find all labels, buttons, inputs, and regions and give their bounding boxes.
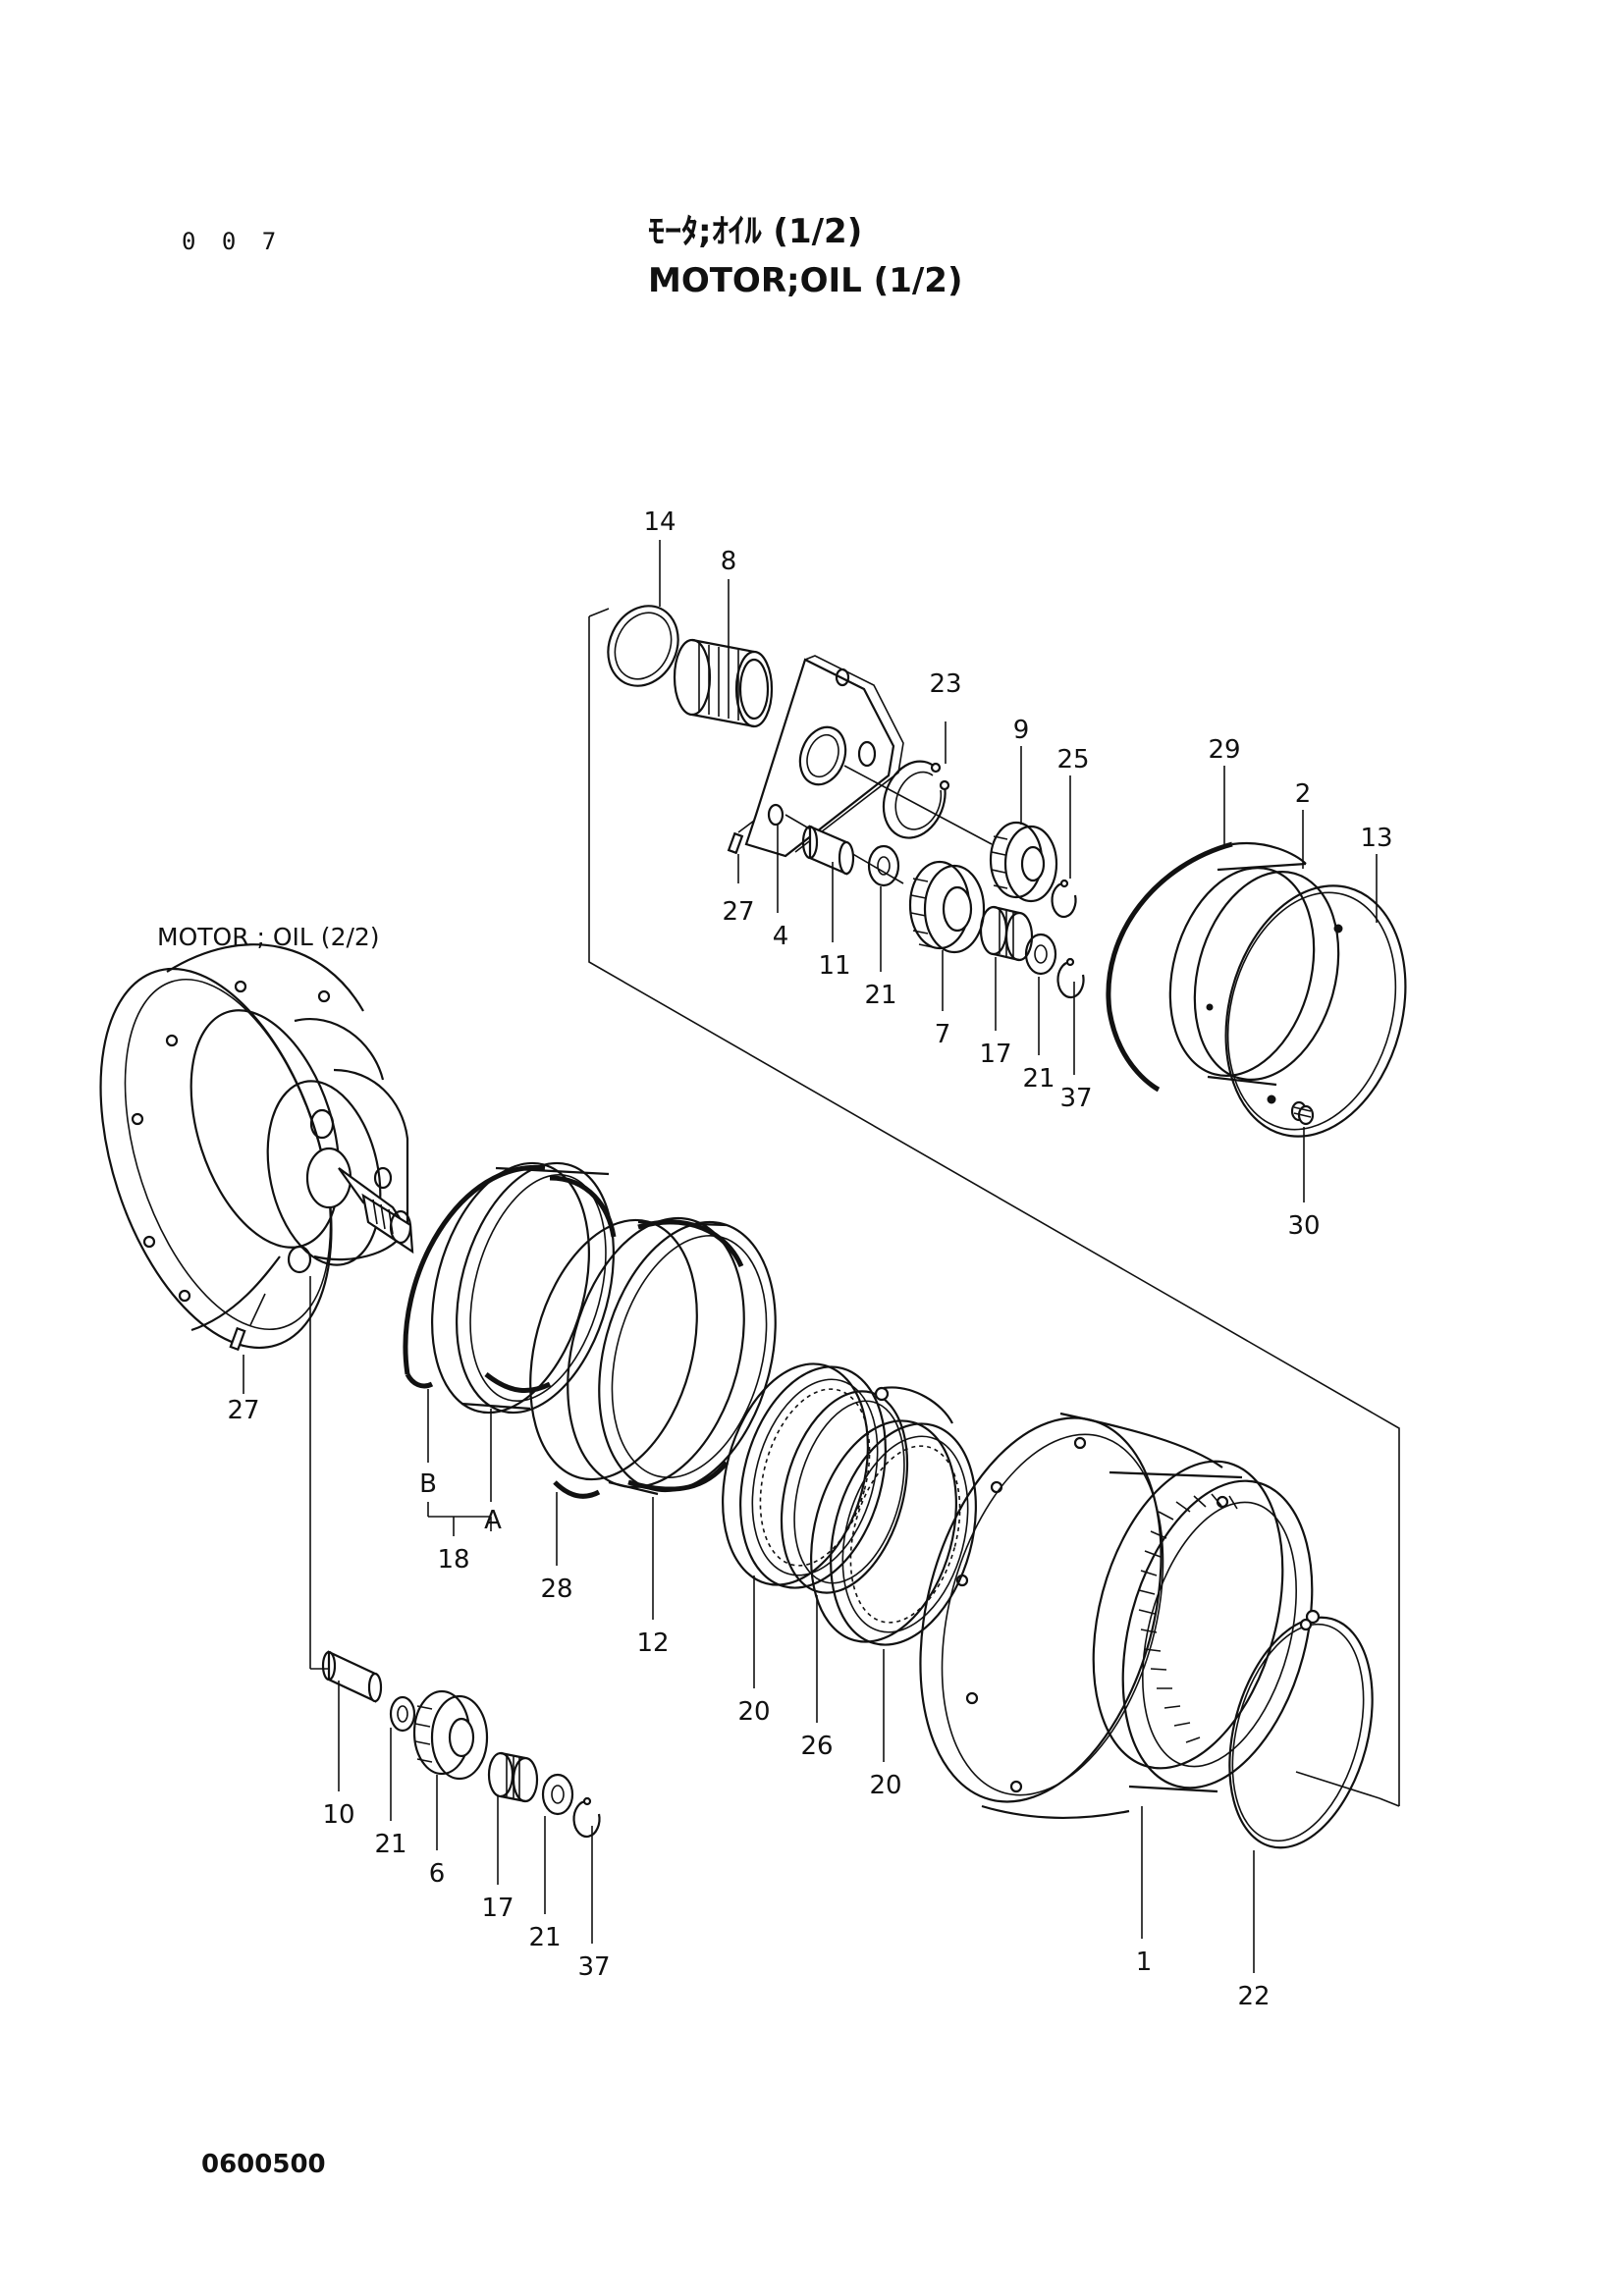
o-ring-part-14 [607,605,679,687]
callout-8: 8 [721,547,737,576]
pin-part-27-left [229,1293,266,1352]
callout-13: 13 [1360,824,1392,853]
floating-seal-b-part-18 [403,1164,546,1389]
callout-a: A [484,1506,502,1535]
carrier-plate-part-4 [744,655,993,884]
callout-26: 26 [800,1732,833,1761]
callout-21-bot-a: 21 [374,1830,406,1859]
plug-part-30 [1290,1100,1315,1126]
shaft-part-10 [321,1650,383,1703]
callout-20-b: 20 [869,1771,901,1800]
spacer-ring-part-26 [780,1386,953,1594]
internal-spline-teeth [1138,1493,1238,1743]
needle-bearing-part-17-top [979,905,1034,962]
needle-bearing-part-17-bottom [487,1751,539,1803]
callout-37-top: 37 [1059,1084,1092,1113]
pin-part-27-top [727,820,755,855]
washer-part-21-bot-a [389,1695,416,1733]
callout-2: 2 [1295,779,1312,809]
callout-21-top-b: 21 [1022,1064,1055,1094]
snap-ring-part-25 [1051,879,1077,919]
floating-seal-a-part-18 [431,1161,617,1415]
leader-lines [243,540,1378,1973]
callout-29: 29 [1208,735,1240,765]
page-title: MOTOR;OIL (1/2) [648,261,963,300]
callout-18: 18 [437,1545,469,1575]
bearing-part-20-a [722,1362,887,1589]
callout-21-top-a: 21 [864,981,896,1010]
callout-20-a: 20 [737,1697,770,1727]
part-callouts: 14 8 23 9 25 29 2 13 27 4 11 21 7 17 21 … [227,507,1392,2011]
callout-23: 23 [929,669,961,699]
callout-25: 25 [1056,745,1089,774]
callout-12: 12 [636,1629,669,1658]
washer-part-21-top-b [1024,933,1057,976]
planet-gear-part-6 [412,1689,489,1781]
callout-17-top: 17 [979,1040,1011,1069]
planet-gear-part-9 [989,821,1058,903]
callout-14: 14 [643,507,676,537]
callout-28: 28 [540,1575,572,1604]
callout-22: 22 [1237,1982,1270,2011]
callout-27-left: 27 [227,1396,259,1425]
seal-ring-part-12 [567,1216,777,1496]
snap-ring-part-37-top [1056,957,1085,999]
callout-11: 11 [818,951,850,981]
page-number: 0 0 7 [182,228,283,255]
washer-part-21-top-a [867,844,900,887]
pin-line-to-shaft [309,1276,329,1670]
sun-gear-part-8 [673,638,774,728]
motor-housing [99,943,414,1350]
page-title-japanese: ﾓｰﾀ;ｵｲﾙ (1/2) [648,212,863,251]
housing-cover-part-13 [1224,884,1407,1138]
callout-4: 4 [773,922,789,951]
callout-30: 30 [1287,1211,1320,1241]
assembly-boundary-lines [588,608,1400,1807]
drawing-code: 0600500 [201,2150,326,2179]
snap-ring-part-23 [882,760,950,839]
ring-gear-housing-part-2 [1168,862,1340,1087]
planet-gear-part-7 [908,860,986,954]
callout-37-bottom: 37 [577,1952,610,1982]
callout-6: 6 [429,1859,446,1889]
cover-ring-part-22 [1228,1609,1374,1849]
callout-27-top: 27 [722,897,754,927]
snap-ring-part-37-bottom [572,1796,601,1839]
shaft-part-11 [801,825,855,876]
callout-9: 9 [1013,716,1030,745]
callout-21-bot-b: 21 [528,1923,561,1952]
callout-10: 10 [322,1800,354,1830]
callout-1: 1 [1136,1948,1153,1977]
bearing-part-20-b [810,1419,977,1646]
hub-part-1 [919,1412,1314,1820]
washer-part-21-bot-b [541,1773,574,1816]
callout-b: B [419,1469,437,1499]
callout-7: 7 [935,1020,951,1049]
callout-17-bottom: 17 [481,1894,514,1923]
